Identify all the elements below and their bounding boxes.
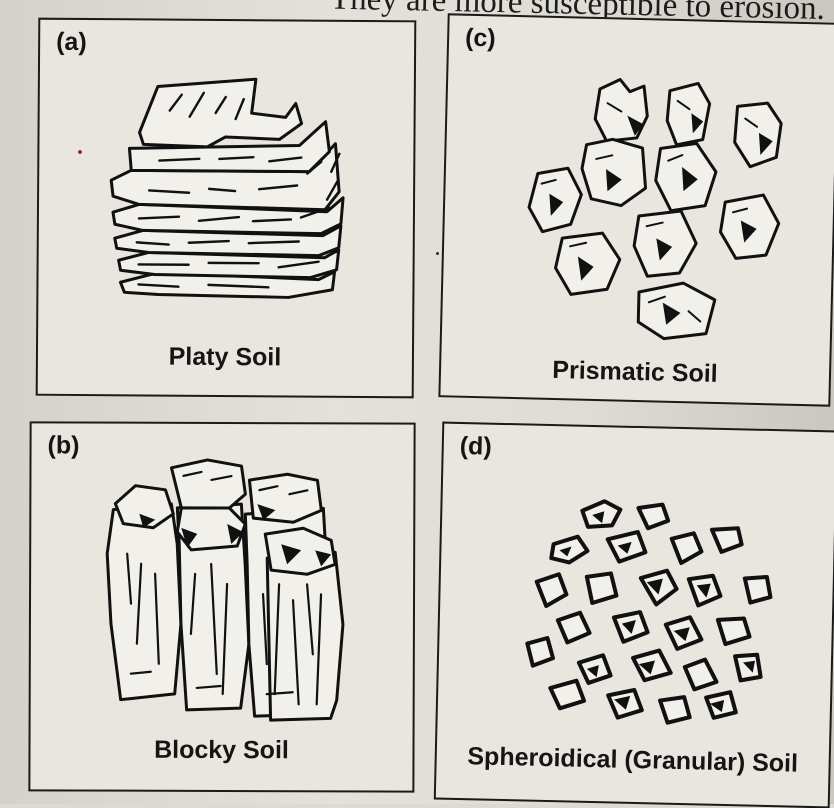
panel-platy-soil: (a) Platy Soil [36,18,417,399]
caption-blocky-soil: Blocky Soil [30,735,412,765]
panel-blocky-soil: (b) [28,421,415,792]
panel-spheroidical-soil: (d) [434,422,834,808]
paper-speck [436,252,439,255]
panel-prismatic-soil: (c) [438,13,834,406]
prismatic-soil-illustration [440,15,834,404]
paper-speck [78,150,82,154]
platy-soil-illustration [38,20,415,397]
caption-platy-soil: Platy Soil [38,342,412,374]
